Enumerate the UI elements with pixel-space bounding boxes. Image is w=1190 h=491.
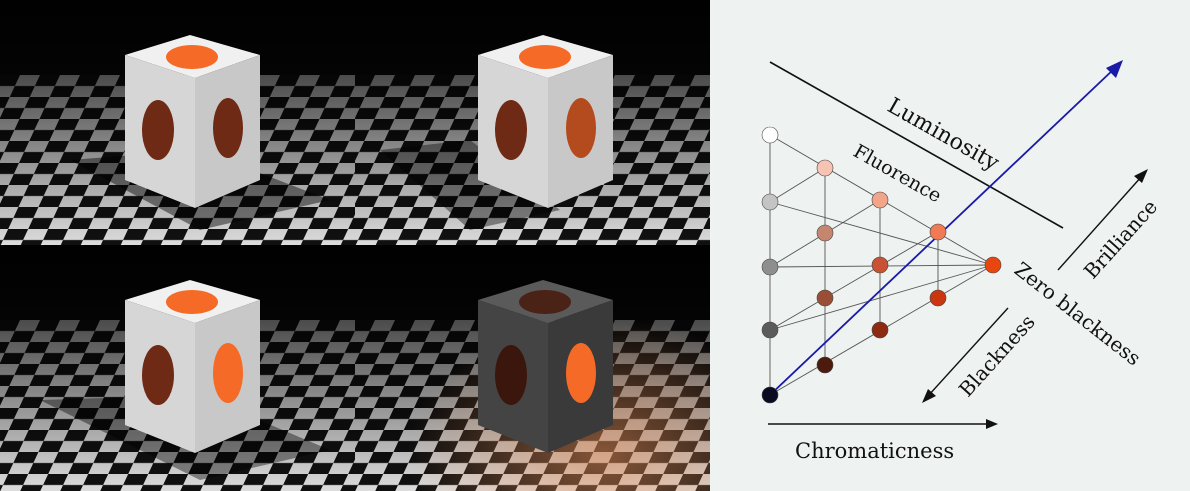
cube-a-left-dot xyxy=(142,100,174,160)
ball-r1-c0 xyxy=(761,193,779,211)
ball-r4-c0 xyxy=(761,386,779,404)
cube-c-left-dot xyxy=(142,345,174,405)
blackness-arrow xyxy=(922,307,1009,403)
cube-b xyxy=(478,35,613,208)
ball-r3-c0 xyxy=(761,321,779,339)
cube-b-left-dot xyxy=(495,100,527,160)
ball-r4-c1 xyxy=(816,356,834,374)
label-chromaticness: Chromaticness xyxy=(795,439,954,463)
ball-r2-c2 xyxy=(871,191,889,209)
cube-c-right-dot xyxy=(213,343,243,403)
ball-r1-c1 xyxy=(816,159,834,177)
cube-d-left-dot xyxy=(495,345,527,405)
brilliance-arrow xyxy=(1057,169,1148,271)
ball-r3-c1 xyxy=(816,289,834,307)
cube-b-right-dot xyxy=(566,98,596,158)
panel-c xyxy=(0,245,355,491)
cube-d-right-dot xyxy=(566,343,596,403)
chromaticness-arrow xyxy=(768,419,998,429)
panel-a xyxy=(0,0,355,245)
ball-r3-c2 xyxy=(871,256,889,274)
cube-b-top-dot xyxy=(519,45,571,69)
ball-r2-c0 xyxy=(761,258,779,276)
color-balls xyxy=(761,126,1002,404)
ball-r0-c0 xyxy=(761,126,779,144)
cube-c xyxy=(125,280,260,453)
cube-a-top-dot xyxy=(166,45,218,69)
ball-r3-c3 xyxy=(929,223,947,241)
ball-r4-c3 xyxy=(929,289,947,307)
ball-r2-c1 xyxy=(816,224,834,242)
cube-d-top-dot xyxy=(519,290,571,314)
diagram-background xyxy=(710,0,1190,491)
ball-r4-c2 xyxy=(871,321,889,339)
luminosity-line xyxy=(769,61,1064,229)
cube-a xyxy=(125,35,260,208)
cube-a-right-dot xyxy=(213,98,243,158)
panel-d xyxy=(355,245,710,491)
cube-d xyxy=(478,280,613,453)
cube-c-top-dot xyxy=(166,290,218,314)
ball-r4-c4 xyxy=(984,256,1002,274)
panel-b xyxy=(355,0,710,245)
